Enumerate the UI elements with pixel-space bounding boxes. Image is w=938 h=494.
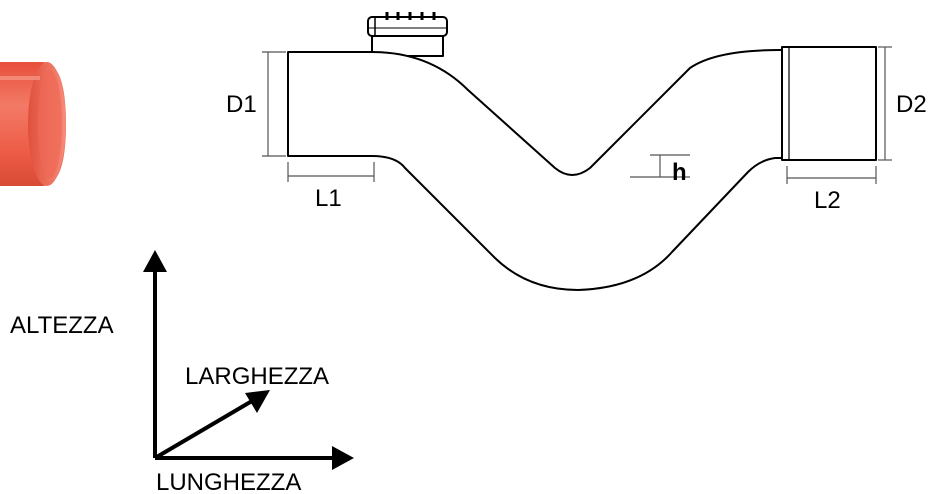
height-axis-label: ALTEZZA xyxy=(10,312,114,339)
d2-dimension: D2 xyxy=(878,46,927,161)
cleanout-cap xyxy=(367,12,448,57)
l1-label: L1 xyxy=(315,185,342,212)
height-arrowhead xyxy=(143,250,167,272)
d1-dimension: D1 xyxy=(226,51,286,157)
right-socket xyxy=(781,46,877,161)
width-axis-label: LARGHEZZA xyxy=(185,363,329,390)
length-arrowhead xyxy=(332,446,354,470)
axis-triad: ALTEZZA LARGHEZZA LUNGHEZZA xyxy=(10,250,354,494)
width-arrowhead xyxy=(245,390,270,413)
l1-dimension: L1 xyxy=(287,162,375,212)
width-axis xyxy=(153,399,254,460)
h-label: h xyxy=(672,159,687,186)
d2-label: D2 xyxy=(896,91,927,118)
h-dimension: h xyxy=(630,154,690,186)
l2-dimension: L2 xyxy=(786,166,877,214)
length-axis-label: LUNGHEZZA xyxy=(156,469,301,494)
orange-pipe-sample xyxy=(0,62,66,186)
l2-label: L2 xyxy=(814,187,841,214)
trap-body xyxy=(287,49,783,291)
d1-label: D1 xyxy=(226,91,257,118)
